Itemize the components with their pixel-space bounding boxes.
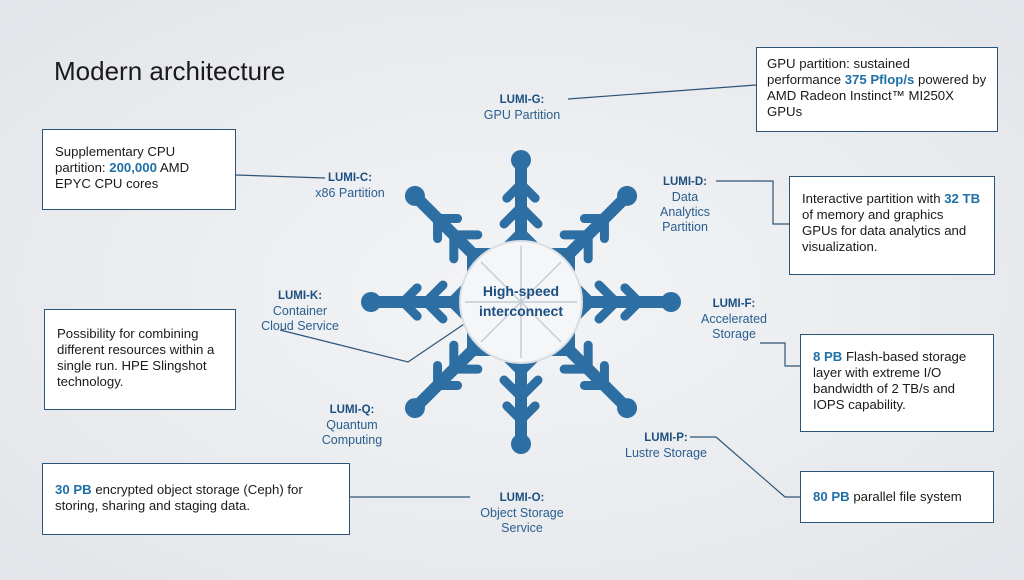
branch-right-1b	[594, 280, 621, 307]
info-box-data-analytics: Interactive partition with 32 TB of memo…	[789, 176, 995, 275]
label-lumi-d-desc-3: Partition	[662, 220, 708, 234]
label-lumi-f-desc-1: Accelerated	[700, 312, 767, 326]
knob-down-left	[404, 398, 425, 419]
hub-line-1: High-speed	[482, 283, 560, 299]
snowflake-knobs	[361, 150, 681, 454]
info-box-parallel-highlight: 80 PB	[813, 489, 850, 504]
hub-line-2: interconnect	[478, 303, 563, 319]
page-title: Modern architecture	[54, 56, 286, 86]
connector-lumi-k	[279, 315, 477, 363]
label-lumi-q-desc-2: Computing	[321, 433, 383, 447]
connector-lumi-d	[716, 180, 789, 225]
label-lumi-q: LUMI-Q: Quantum Computing	[304, 403, 400, 448]
label-lumi-g: LUMI-G: GPU Partition	[466, 93, 578, 123]
info-box-cpu-pre: Supplementary CPU partition:	[55, 144, 176, 175]
label-lumi-p-code: LUMI-P:	[644, 432, 688, 444]
knob-left	[361, 292, 381, 312]
info-box-combine: Possibility for combining different reso…	[44, 309, 236, 410]
info-box-object-storage: 30 PB encrypted object storage (Ceph) fo…	[42, 463, 350, 535]
label-lumi-c-code: LUMI-C:	[327, 172, 373, 184]
label-lumi-c-desc: x86 Partition	[315, 186, 385, 200]
label-lumi-o: LUMI-O: Object Storage Service	[462, 491, 582, 536]
label-lumi-o-code: LUMI-O:	[499, 492, 545, 504]
label-lumi-d-desc-2: Analytics	[659, 205, 711, 219]
connector-lumi-g	[567, 84, 757, 100]
info-box-parallel-post: parallel file system	[849, 489, 962, 504]
hub-label: High-speed interconnect	[462, 281, 580, 321]
branch-left-2b	[398, 297, 422, 321]
knob-up-right	[617, 185, 638, 206]
connector-lumi-f	[760, 342, 800, 367]
label-lumi-d-code: LUMI-D:	[662, 176, 708, 188]
branch-left-1b	[421, 297, 448, 324]
label-lumi-f-code: LUMI-F:	[712, 298, 756, 310]
info-box-combine-text: Possibility for combining different reso…	[57, 326, 215, 389]
label-lumi-c: LUMI-C: x86 Partition	[300, 171, 400, 201]
info-box-data-post: of memory and graphics GPUs for data ana…	[802, 207, 967, 254]
info-box-parallel-fs: 80 PB parallel file system	[800, 471, 994, 523]
label-lumi-d-desc-1: Data	[671, 190, 699, 204]
branch-right-2b	[620, 283, 644, 307]
label-lumi-g-code: LUMI-G:	[499, 94, 545, 106]
connector-lines	[235, 84, 800, 498]
info-box-gpu: GPU partition: sustained performance 375…	[756, 47, 998, 132]
info-box-object-post: encrypted object storage (Ceph) for stor…	[55, 482, 303, 513]
info-box-data-highlight: 32 TB	[944, 191, 981, 206]
label-lumi-q-desc-1: Quantum	[326, 418, 378, 432]
connector-lumi-c	[235, 174, 326, 179]
branch-up-1b	[499, 202, 526, 229]
label-lumi-g-desc: GPU Partition	[483, 108, 561, 122]
label-lumi-k-desc-2: Cloud Service	[261, 319, 339, 333]
knob-down-right	[617, 398, 638, 419]
label-lumi-f: LUMI-F: Accelerated Storage	[682, 297, 786, 342]
label-lumi-o-desc-2: Service	[501, 521, 543, 535]
branch-down-1b	[516, 375, 543, 402]
info-box-gpu-highlight: 375 Pflop/s	[844, 72, 915, 87]
connector-lumi-p	[690, 436, 800, 498]
info-box-cpu: Supplementary CPU partition: 200,000 AMD…	[42, 129, 236, 210]
branch-down-2b	[516, 401, 540, 425]
label-lumi-f-desc-2: Storage	[712, 327, 756, 341]
label-lumi-o-desc-1: Object Storage	[480, 506, 564, 520]
info-box-flash-storage: 8 PB Flash-based storage layer with extr…	[800, 334, 994, 432]
label-lumi-p: LUMI-P: Lustre Storage	[614, 431, 718, 461]
info-box-gpu-post: powered by AMD Radeon Instinct™ MI250X G…	[767, 72, 987, 119]
info-box-object-highlight: 30 PB	[55, 482, 92, 497]
info-box-gpu-pre: GPU partition: sustained performance	[767, 56, 910, 87]
label-lumi-k-code: LUMI-K:	[277, 290, 323, 302]
knob-down	[511, 434, 531, 454]
label-lumi-p-desc: Lustre Storage	[625, 446, 707, 460]
info-box-data-pre: Interactive partition with	[802, 191, 945, 206]
branch-up-2b	[502, 179, 526, 203]
label-lumi-k-desc-1: Container	[272, 304, 328, 318]
knob-up-left	[404, 185, 425, 206]
knob-right	[661, 292, 681, 312]
hub-spokes	[465, 246, 577, 358]
label-lumi-d: LUMI-D: Data Analytics Partition	[640, 175, 730, 235]
label-lumi-k: LUMI-K: Container Cloud Service	[244, 289, 356, 334]
info-box-flash-highlight: 8 PB	[813, 349, 843, 364]
label-lumi-q-code: LUMI-Q:	[329, 404, 375, 416]
info-box-cpu-post: AMD EPYC CPU cores	[55, 160, 190, 191]
info-box-cpu-highlight: 200,000	[109, 160, 157, 175]
knob-up	[511, 150, 531, 170]
info-box-flash-post: Flash-based storage layer with extreme I…	[813, 349, 967, 412]
